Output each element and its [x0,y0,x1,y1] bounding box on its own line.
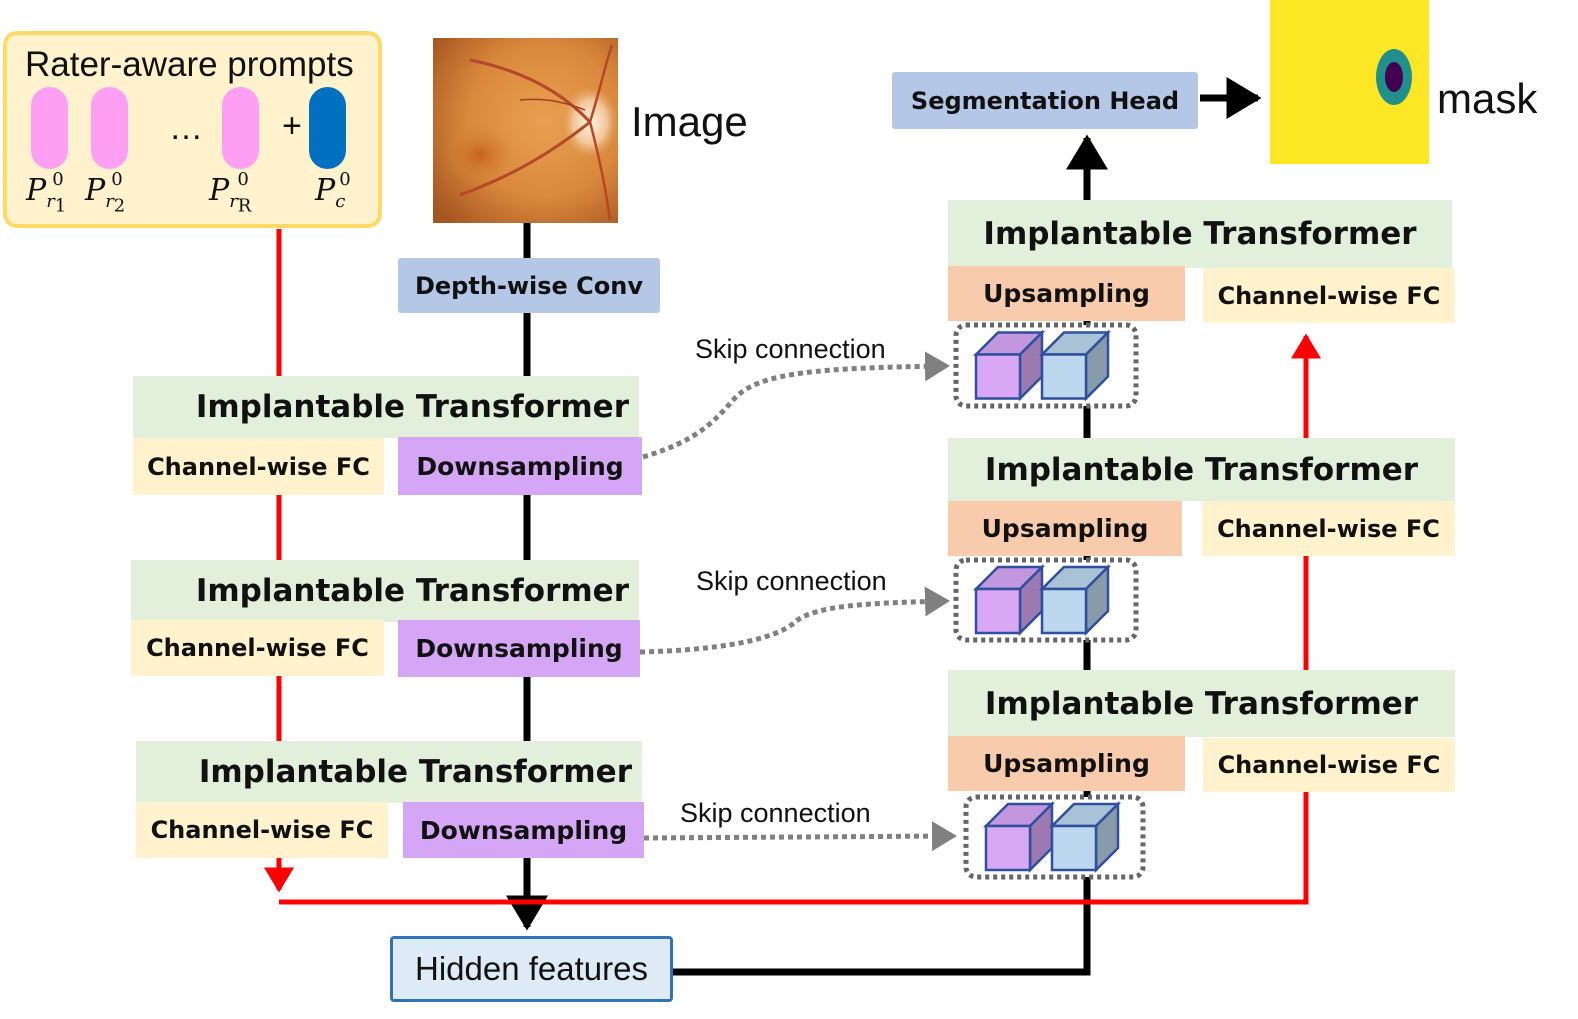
encoder-transformer-2-title: Implantable Transformer [131,560,639,622]
encoder-transformer-1-title: Implantable Transformer [133,376,639,438]
prompt-label-c: Pc0 [315,169,351,212]
skip-connection-label-1: Skip connection [695,334,886,364]
mask-label: mask [1437,75,1538,122]
encoder-3-downsampling: Downsampling [403,802,644,858]
decoder-3-upsampling: Upsampling [948,736,1185,791]
decoder-feature-cube [1038,563,1112,637]
concat-group-2 [953,557,1139,643]
cube-face [974,353,1022,400]
cube-face [984,824,1032,872]
decoder-2-channel-fc: Channel-wise FC [1202,501,1455,556]
concat-group-border [963,794,1146,880]
concat-group-1 [953,322,1139,409]
decoder-feature-cube [1048,800,1122,874]
prompt-label-r1: Pr10 [26,169,67,217]
skip-connection-lines [639,351,957,852]
decoder-feature-cube [1038,329,1112,402]
skip-feature-cube [972,563,1046,637]
encoder-1-channel-fc: Channel-wise FC [133,438,384,495]
cube-face [1040,587,1088,635]
encoder-3-channel-fc: Channel-wise FC [136,802,388,858]
cube-face [974,587,1022,635]
skip-feature-cube [972,329,1046,402]
feature-flow-lines [506,77,1262,976]
prompts-title: Rater-aware prompts [25,45,354,84]
prompt-label-rR: PrR0 [209,169,252,217]
decoder-transformer-1-title: Implantable Transformer [948,200,1452,268]
decoder-2-upsampling: Upsampling [948,501,1182,556]
skip-connection-label-2: Skip connection [696,566,887,596]
concat-group-border [953,557,1139,643]
cube-face [1050,824,1098,872]
segmentation-head-block: Segmentation Head [892,72,1198,129]
decoder-transformer-2-title: Implantable Transformer [948,438,1455,501]
rater-prompt-1 [31,87,68,169]
encoder-2-channel-fc: Channel-wise FC [131,620,384,676]
common-prompt [309,87,346,169]
fundus-image [433,38,618,223]
hidden-features-block: Hidden features [390,936,673,1002]
concat-group-border [953,322,1139,409]
encoder-1-downsampling: Downsampling [398,437,642,495]
cube-face [1040,353,1088,400]
decoder-1-upsampling: Upsampling [948,266,1185,321]
decoder-3-channel-fc: Channel-wise FC [1203,738,1455,792]
prompt-flow-lines [264,229,1321,905]
encoder-2-downsampling: Downsampling [398,620,640,677]
mask-image [1270,0,1429,164]
rater-prompt-2 [91,87,128,169]
decoder-transformer-3-title: Implantable Transformer [948,670,1455,737]
rater-prompt-r [222,87,259,169]
feature-concat-groups [953,322,1146,880]
skip-connection-label-3: Skip connection [680,798,871,828]
encoder-transformer-3-title: Implantable Transformer [136,741,642,803]
rater-aware-prompts-panel: Rater-aware prompts … + Pr10 Pr20 PrR0 P… [3,31,382,228]
skip-feature-cube [982,800,1056,874]
concat-group-3 [963,794,1146,880]
prompts-plus: + [282,107,302,145]
decoder-1-channel-fc: Channel-wise FC [1203,268,1455,323]
image-label: Image [631,98,748,145]
depthwise-conv-block: Depth-wise Conv [398,258,660,313]
prompts-ellipsis: … [169,109,203,147]
prompt-label-r2: Pr20 [85,169,126,217]
